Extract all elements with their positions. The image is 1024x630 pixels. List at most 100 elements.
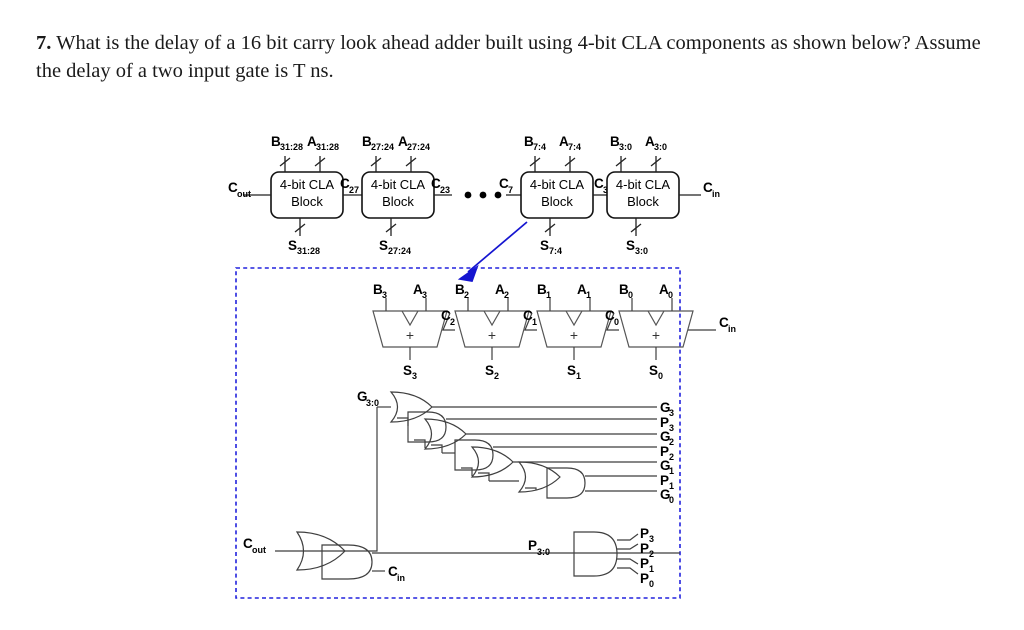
label-c23-sub: 23 xyxy=(440,185,450,195)
cout-or-gate xyxy=(295,531,346,571)
label-g2-sub: 2 xyxy=(669,437,674,447)
label-s0: S xyxy=(649,363,658,378)
label-c7-sub: 7 xyxy=(508,185,513,195)
label-p3-right: P xyxy=(640,526,649,541)
p2-stub-wire xyxy=(617,543,639,550)
cla-block-title-line2: Block xyxy=(291,194,323,209)
b-bus-slash xyxy=(279,157,291,167)
label-g2: G xyxy=(660,429,671,444)
label-a-27-24: A xyxy=(398,134,408,149)
label-c3: C xyxy=(594,176,604,191)
label-g1-sub: 1 xyxy=(669,466,674,476)
label-s-7-4: S xyxy=(540,238,549,253)
b-bus-slash xyxy=(529,157,541,167)
adder-body xyxy=(536,310,612,348)
detail-highlight-box xyxy=(235,267,681,599)
label-p1-right-sub: 1 xyxy=(649,564,654,574)
or4-lower-wire xyxy=(525,487,537,490)
adder-operator: + xyxy=(652,327,660,343)
label-p0-right-sub: 0 xyxy=(649,579,654,589)
ellipsis-dots xyxy=(464,191,502,199)
g30-output-net: G 3:0 xyxy=(297,389,391,552)
label-c7: C xyxy=(499,176,509,191)
label-b-7-4-sub: 7:4 xyxy=(533,142,546,152)
label-s2-sub: 2 xyxy=(494,371,499,381)
p3-stub-wire xyxy=(617,533,639,541)
label-s-31-28: S xyxy=(288,238,297,253)
cla-block-title-line2: Block xyxy=(627,194,659,209)
label-b1: B xyxy=(537,282,547,297)
label-a3-sub: 3 xyxy=(422,290,427,300)
s-bus-slash xyxy=(544,223,556,233)
label-p1-right: P xyxy=(640,556,649,571)
a-bus-slash xyxy=(314,157,326,167)
label-b3: B xyxy=(373,282,383,297)
label-cout: C xyxy=(228,180,238,195)
label-p0-right: P xyxy=(640,571,649,586)
generate-tree-labels: G 3 P 3 G 2 P 2 G 1 P 1 G 0 xyxy=(660,400,674,505)
arrow-line xyxy=(467,221,528,273)
label-s1-sub: 1 xyxy=(576,371,581,381)
label-b-3-0-sub: 3:0 xyxy=(619,142,632,152)
and-gate-shape xyxy=(454,439,494,471)
cla-block-title-line1: 4-bit CLA xyxy=(280,177,335,192)
label-p3: P xyxy=(660,415,669,430)
c0-wire xyxy=(606,312,619,331)
label-a-3-0-sub: 3:0 xyxy=(654,142,667,152)
b-bus-slash xyxy=(615,157,627,167)
adder-notch xyxy=(647,310,665,327)
label-c2-sub: 2 xyxy=(450,317,455,327)
label-a2: A xyxy=(495,282,505,297)
label-s-27-24: S xyxy=(379,238,388,253)
or3-lower-wire xyxy=(478,472,490,481)
label-c1-sub: 1 xyxy=(532,317,537,327)
and2-lower-wire xyxy=(461,467,473,476)
label-c23: C xyxy=(431,176,441,191)
p30-and-gate xyxy=(573,531,618,577)
carry-c0-detail: C 0 xyxy=(605,308,619,331)
label-a1-sub: 1 xyxy=(586,290,591,300)
carry-c3: C 3 xyxy=(593,176,608,196)
label-c27: C xyxy=(340,176,350,191)
carry-c1-detail: C 1 xyxy=(523,308,537,331)
label-c0: C xyxy=(605,308,615,323)
label-g1: G xyxy=(660,458,671,473)
label-s3: S xyxy=(403,363,412,378)
or-gate-1 xyxy=(389,391,657,426)
label-cin-top-sub: in xyxy=(712,189,720,199)
cout-connection: C out xyxy=(228,180,271,199)
and-gate-2 xyxy=(454,439,657,476)
full-adder-0: + B 0 A 0 S 0 xyxy=(618,282,694,381)
adder-operator: + xyxy=(570,327,578,343)
label-cout-detail-sub: out xyxy=(252,545,266,555)
label-p1: P xyxy=(660,473,669,488)
label-b0: B xyxy=(619,282,629,297)
label-s2: S xyxy=(485,363,494,378)
label-s-31-28-sub: 31:28 xyxy=(297,246,320,256)
and-gate-shape xyxy=(546,467,586,499)
c2-wire xyxy=(442,312,455,331)
cla-block-31-28: 4-bit CLA Block B 31:28 A 31:28 S 31:28 xyxy=(270,134,344,256)
label-cin-bottom-sub: in xyxy=(397,573,405,583)
and-gate-shape xyxy=(407,411,447,443)
label-b2: B xyxy=(455,282,465,297)
label-cin-detail-sub: in xyxy=(728,324,736,334)
p30-and-gate-group: P 3:0 P 3 P 2 P 1 P 0 xyxy=(528,526,654,589)
label-b1-sub: 1 xyxy=(546,290,551,300)
a-bus-slash xyxy=(564,157,576,167)
label-b-27-24: B xyxy=(362,134,372,149)
label-c0-sub: 0 xyxy=(614,317,619,327)
cla-block-7-4: 4-bit CLA Block B 7:4 A 7:4 S 7:4 xyxy=(520,134,594,256)
or-gate-2 xyxy=(423,418,657,453)
full-adder-3: + B 3 A 3 S 3 xyxy=(372,282,448,381)
or-gate-shape xyxy=(517,461,561,493)
and1-lower-wire xyxy=(414,439,426,448)
label-p30: P xyxy=(528,538,537,553)
adder-notch xyxy=(483,310,501,327)
label-b-27-24-sub: 27:24 xyxy=(371,142,394,152)
label-s1: S xyxy=(567,363,576,378)
label-a3: A xyxy=(413,282,423,297)
label-c27-sub: 27 xyxy=(349,185,359,195)
cla-block-title-line2: Block xyxy=(541,194,573,209)
label-g30: G xyxy=(357,389,368,404)
